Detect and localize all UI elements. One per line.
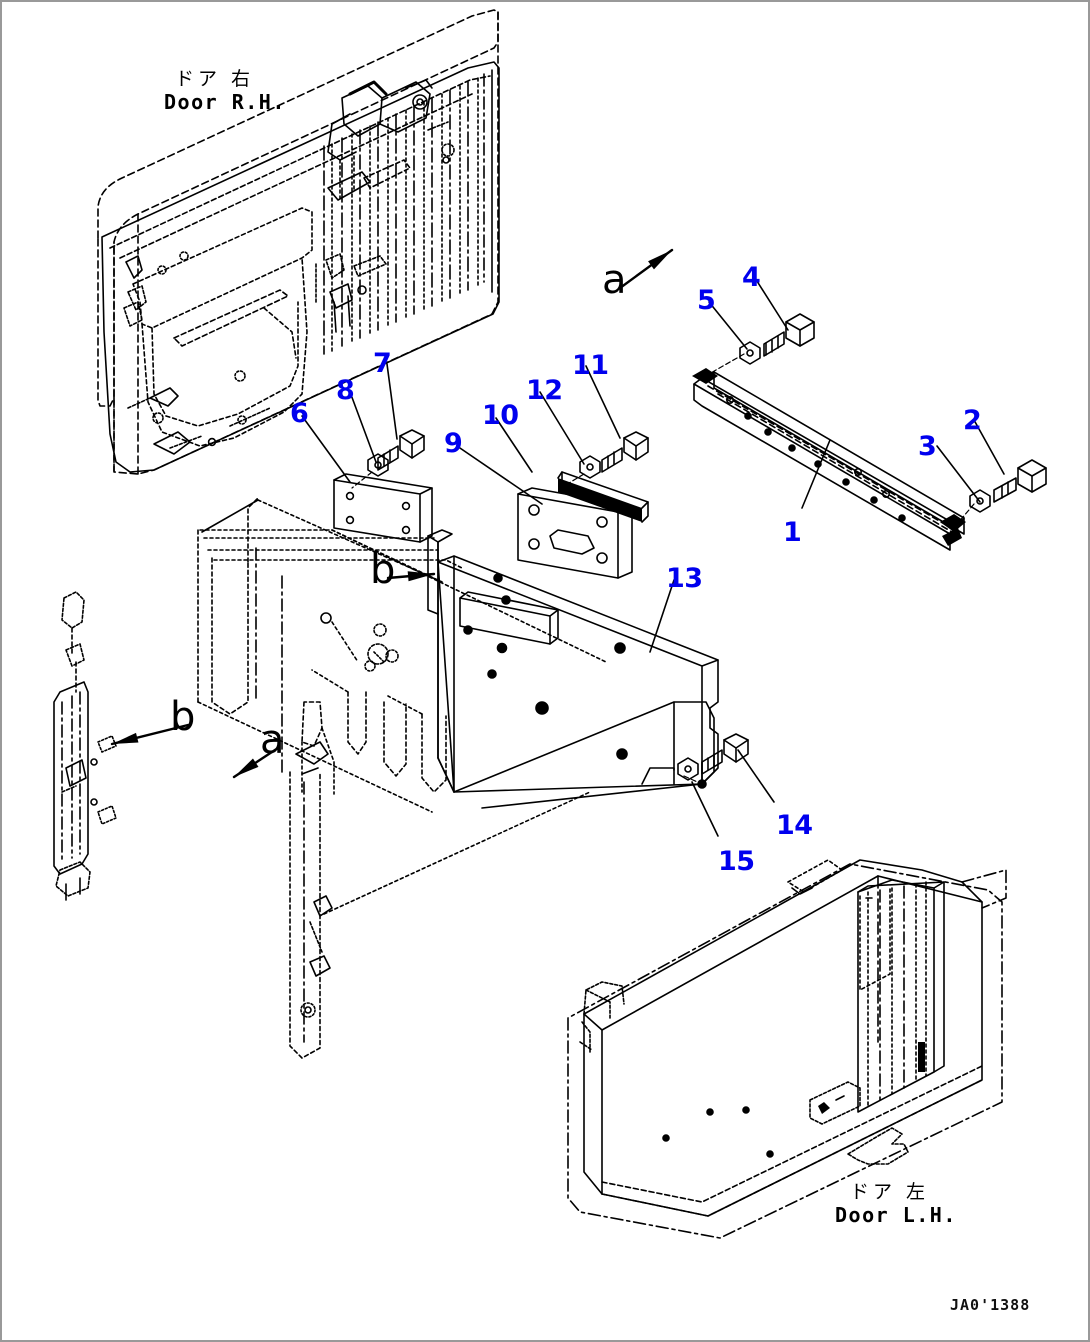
section-arrowhead-a-top [648,250,672,270]
fastener-7-bolt [377,429,425,471]
callout-10: 10 [482,400,519,431]
fastener-15-washer [677,757,699,781]
callout-9: 9 [444,428,463,459]
door-lh-japanese-label: ドア 左 [850,1181,930,1203]
section-mark-a-left: a [260,717,285,763]
fastener-12-washer [579,455,601,479]
callout-12: 12 [526,375,563,406]
leader-line-4 [754,277,789,331]
fastener-11-bolt [601,431,649,473]
section-mark-b-mid: b [370,547,396,593]
section-arrowhead-b-mid [407,571,434,582]
callout-5: 5 [697,285,716,316]
fastener-2-bolt [993,459,1047,503]
leader-line-7 [386,363,398,440]
leader-line-11 [585,365,621,439]
fastener-3-washer [969,489,991,513]
callout-7: 7 [373,348,392,379]
section-arrowhead-a-left [234,758,259,777]
leader-line-6 [301,415,351,483]
fastener-14-bolt [701,733,749,775]
leader-line-14 [737,749,775,803]
leader-line-9 [456,445,543,505]
door-rh-assembly [97,9,500,475]
leader-line-10 [495,417,533,473]
callout-2: 2 [963,405,982,436]
leader-line-2 [973,419,1005,475]
callout-3: 3 [918,431,937,462]
leader-line-3 [936,445,981,503]
door-rh-english-label: Door R.H. [164,90,286,114]
part-10-stud [557,471,649,523]
callout-13: 13 [666,563,703,594]
leader-line-12 [539,391,585,465]
part-6-cover-plate [333,473,433,543]
callout-14: 14 [776,810,813,841]
leader-line-13 [649,579,675,653]
fastener-8-washer [367,453,389,477]
fastener-4-bolt [763,313,815,357]
drawing-number: JA0'1388 [950,1296,1031,1314]
leader-line-15 [691,781,719,837]
callout-15: 15 [718,846,755,877]
door-inner-frame [197,497,607,1059]
callout-6: 6 [290,398,309,429]
door-rh-japanese-label: ドア 右 [175,68,255,90]
leader-line-8 [349,391,377,463]
section-arrowhead-b-left [112,732,139,744]
leader-line-5 [708,301,748,350]
callout-8: 8 [336,375,355,406]
callout-11: 11 [572,350,609,381]
section-mark-a-top: a [602,257,627,303]
fastener-5-washer [739,341,761,365]
callout-4: 4 [742,262,761,293]
door-lh-assembly [567,859,1007,1239]
leader-line-1 [801,439,831,509]
callout-1: 1 [783,517,802,548]
door-lh-english-label: Door L.H. [835,1203,957,1227]
section-mark-b-left: b [170,694,196,740]
door-rail-left [53,591,117,901]
part-13-main-panel [427,529,719,809]
